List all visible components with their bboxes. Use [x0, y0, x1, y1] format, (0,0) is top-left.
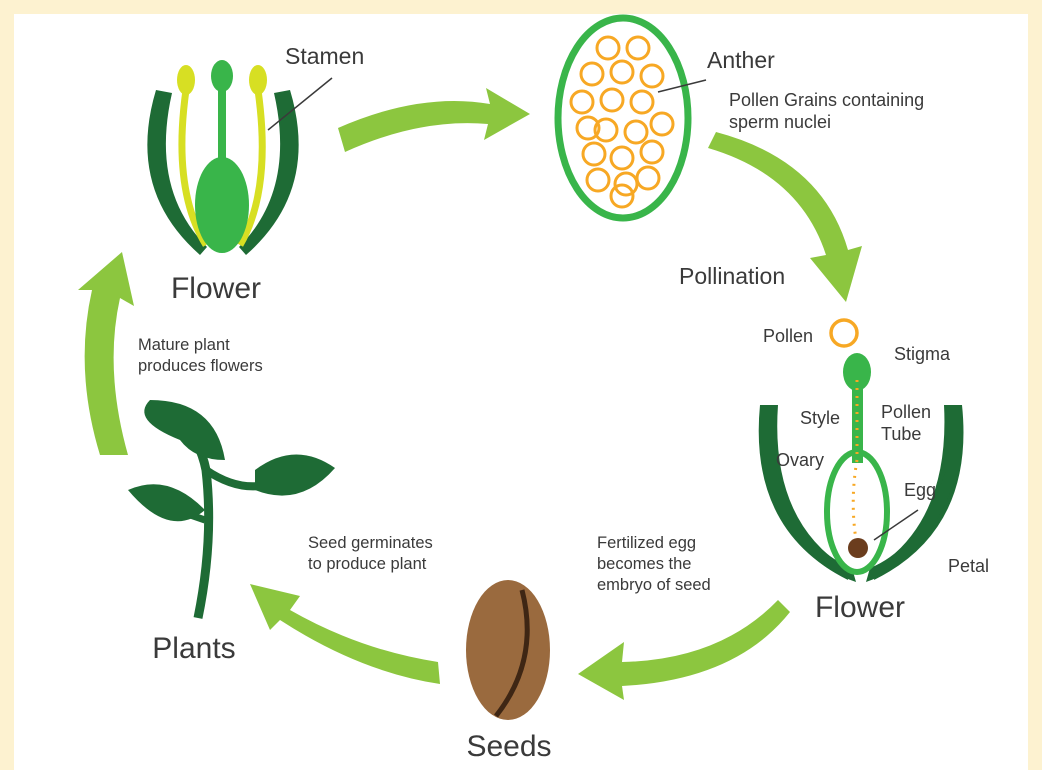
- stigma-label: Stigma: [894, 344, 951, 364]
- seeds-label: Seeds: [466, 730, 551, 763]
- plants-label: Plants: [152, 632, 235, 665]
- mature-label-line2: produces flowers: [138, 357, 263, 375]
- pollen-tube-label-line2: Tube: [881, 424, 921, 444]
- plant-illustration: [128, 400, 335, 618]
- pollination-label: Pollination: [679, 263, 785, 289]
- petal-label: Petal: [948, 556, 989, 576]
- fertilized-label-line3: embryo of seed: [597, 576, 711, 594]
- stamen-label: Stamen: [285, 43, 364, 69]
- mature-label-line1: Mature plant: [138, 336, 230, 354]
- pollen-tube-label-line1: Pollen: [881, 402, 931, 422]
- fertilized-label-line1: Fertilized egg: [597, 534, 696, 552]
- flower-top-illustration: [147, 60, 298, 255]
- ovary-label: Ovary: [776, 450, 824, 470]
- fertilized-label-line2: becomes the: [597, 555, 691, 573]
- egg-label: Egg: [904, 480, 936, 500]
- arrow-plants-to-flower: [78, 252, 134, 455]
- pollen-grains-label-line2: sperm nuclei: [729, 112, 831, 132]
- anther-label: Anther: [707, 47, 775, 73]
- flower-top-label: Flower: [171, 272, 261, 305]
- seed-illustration: [466, 580, 550, 720]
- arrow-flower-to-anther: [338, 88, 530, 152]
- flower-right-label: Flower: [815, 591, 905, 624]
- germinates-label-line1: Seed germinates: [308, 534, 433, 552]
- pollen-grains-label-line1: Pollen Grains containing: [729, 90, 924, 110]
- arrow-flower-to-seeds: [578, 600, 790, 700]
- germinates-label-line2: to produce plant: [308, 555, 427, 573]
- pollen-label: Pollen: [763, 326, 813, 346]
- arrow-seeds-to-plants: [250, 584, 440, 684]
- style-label: Style: [800, 408, 840, 428]
- anther-illustration: [558, 18, 688, 218]
